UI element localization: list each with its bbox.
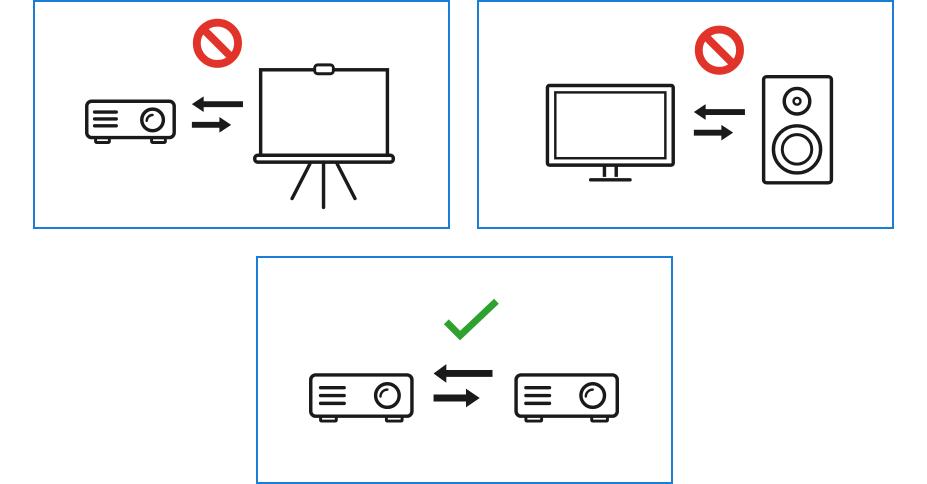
prohibited-icon xyxy=(694,25,744,75)
bidirectional-arrows-icon xyxy=(693,104,745,141)
projector-icon xyxy=(85,99,176,144)
panel-projector-to-projector xyxy=(256,256,673,484)
panel-2-illustration xyxy=(545,25,834,185)
monitor-icon xyxy=(545,83,675,182)
panel-monitor-to-speaker xyxy=(477,0,894,229)
panel-1-illustration xyxy=(85,18,396,210)
panel-3-illustration xyxy=(309,298,619,423)
bidirectional-arrows-icon xyxy=(191,96,243,133)
speaker-icon xyxy=(761,74,834,185)
projector-icon xyxy=(309,373,414,423)
projection-screen-icon xyxy=(253,63,396,210)
bidirectional-arrows-icon xyxy=(433,364,493,408)
checkmark-icon xyxy=(443,298,499,341)
panel-projector-to-screen xyxy=(33,0,450,229)
prohibited-icon xyxy=(192,18,242,68)
projector-icon xyxy=(514,373,619,423)
